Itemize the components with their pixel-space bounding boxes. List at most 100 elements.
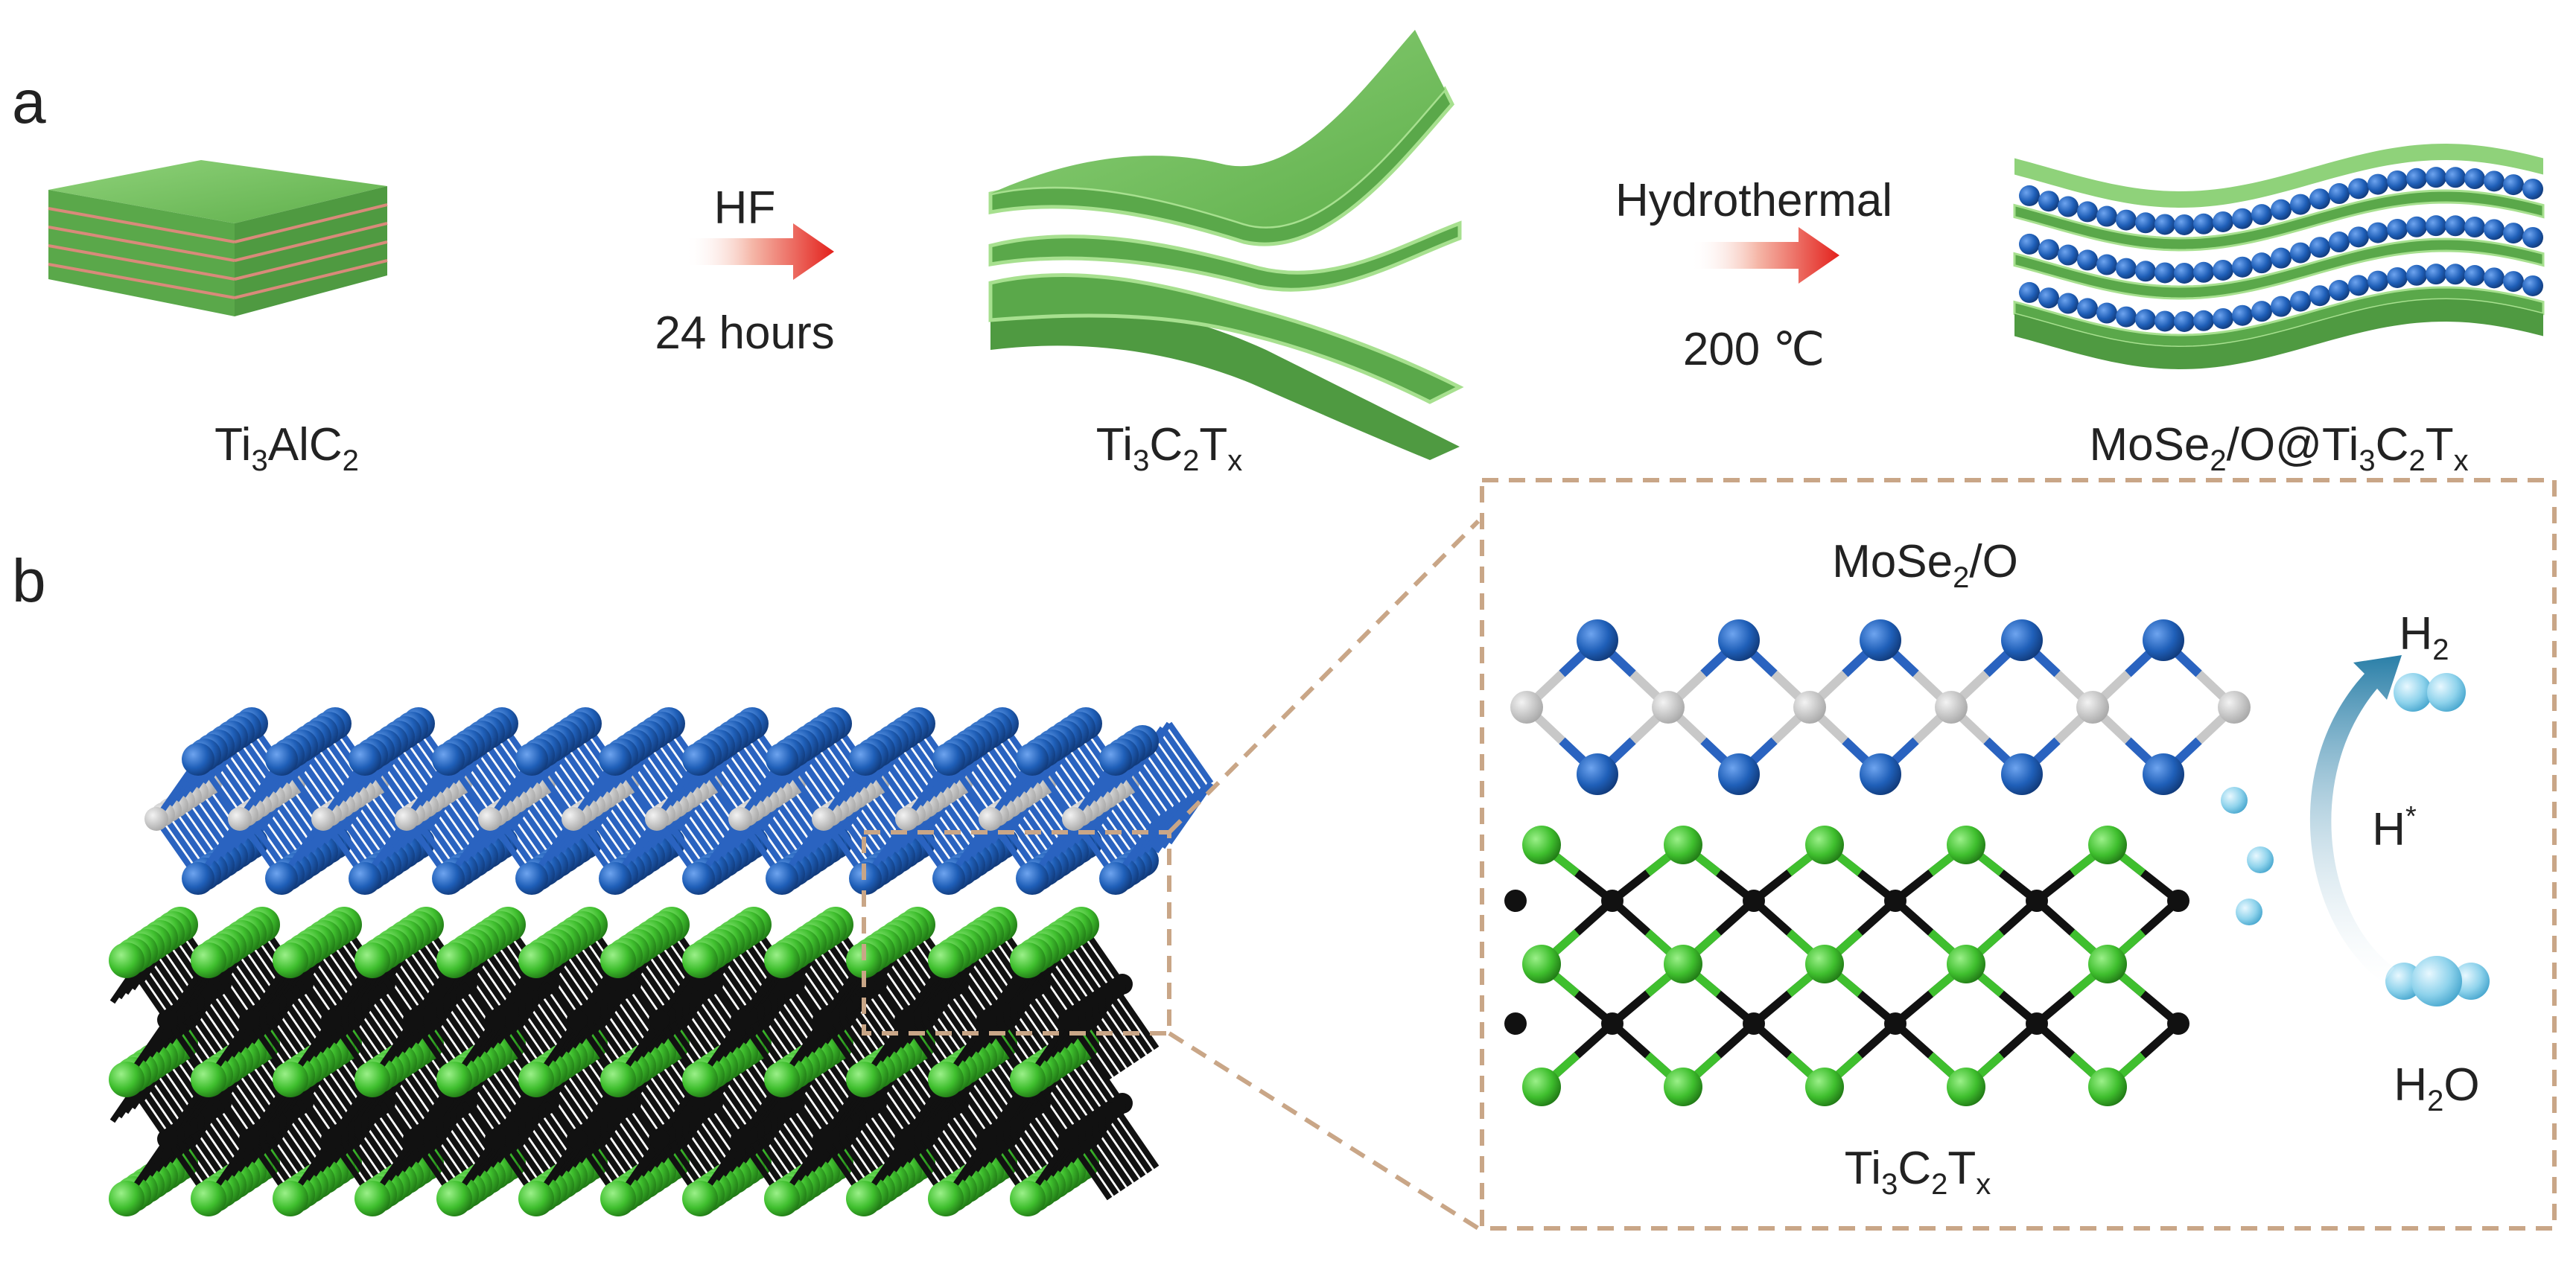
ti-atom <box>600 1181 636 1216</box>
carbon-atom <box>976 1129 997 1149</box>
carbon-atom <box>894 1129 915 1149</box>
mose2-atom <box>2213 259 2233 281</box>
mose2-atom <box>2058 196 2079 217</box>
carbon-atom <box>567 1009 588 1030</box>
mose2-atom <box>2251 252 2272 274</box>
mose2-atom <box>2019 185 2040 206</box>
mose2-atom <box>2406 168 2427 189</box>
mose2-atom <box>2174 310 2195 332</box>
se-atom <box>265 743 298 776</box>
mose2-atom <box>2445 264 2466 285</box>
carbon-atom <box>731 1129 751 1149</box>
mose2-atom <box>2406 264 2427 286</box>
mose2-atom <box>2135 309 2156 331</box>
ti-atom <box>1010 942 1046 978</box>
mose2-atom <box>2096 254 2117 275</box>
bond <box>1079 1128 1126 1192</box>
mose2-atom <box>2271 296 2292 317</box>
mxene-sheet <box>2014 299 2543 369</box>
ti-atom <box>764 1181 800 1216</box>
ti-atom <box>1664 945 1702 983</box>
panel-b-label: b <box>12 547 46 615</box>
arrow2-bottom-label: 200 ℃ <box>1683 324 1825 375</box>
ti-atom <box>354 942 390 978</box>
mose2-atom <box>2426 215 2446 237</box>
se-atom <box>349 743 381 776</box>
mose2-atom <box>2406 216 2427 237</box>
mose2-atom <box>2251 204 2272 226</box>
mose2-atom <box>2251 301 2272 322</box>
ti-atom <box>436 942 472 978</box>
carbon-atom <box>239 1129 260 1149</box>
ti-atom <box>764 942 800 978</box>
mose2-atom <box>2271 247 2292 269</box>
mo-atom <box>562 807 585 831</box>
ti-atom <box>2088 826 2127 864</box>
carbon-atom <box>731 1009 751 1030</box>
carbon-atom <box>403 1009 424 1030</box>
bond <box>1166 721 1214 785</box>
bond <box>1086 1004 1133 1068</box>
carbon-atom <box>894 1009 915 1030</box>
ti-atom <box>191 942 226 978</box>
se-atom <box>1099 743 1132 776</box>
ti-atom <box>2088 1068 2127 1106</box>
mose2-atom <box>2058 293 2079 314</box>
mose2-atom <box>2348 275 2369 296</box>
se-atom <box>2001 753 2043 795</box>
se-atom <box>1718 753 1760 795</box>
carbon-atom <box>485 1129 506 1149</box>
mose2-atom <box>2484 219 2505 240</box>
carbon-atom <box>2026 890 2048 912</box>
curved-reaction-arrow-icon <box>2309 655 2402 983</box>
mose2-atom <box>2503 223 2524 244</box>
bond <box>1113 1106 1160 1170</box>
carbon-atom <box>321 1009 342 1030</box>
se-atom <box>849 743 882 776</box>
se-atom <box>182 862 214 895</box>
se-atom <box>349 862 381 895</box>
se-atom <box>682 862 715 895</box>
ti3alc2-label: Ti3AlC2 <box>214 419 359 477</box>
mose2-atom <box>2367 173 2388 195</box>
ti3c2tx-sheets-icon <box>988 30 1464 460</box>
inset-lattice-model <box>1504 619 2251 1106</box>
mose2-atom <box>2367 270 2388 292</box>
ti-atom <box>1522 1068 1561 1106</box>
ti-atom <box>191 1181 226 1216</box>
se-atom <box>432 862 465 895</box>
mose2-atom <box>2096 302 2117 324</box>
bond <box>1113 986 1160 1050</box>
mose2-atom <box>2387 170 2408 191</box>
se-atom <box>1577 753 1618 795</box>
carbon-atom <box>812 1129 833 1149</box>
se-atom <box>766 862 798 895</box>
carbon-atom <box>567 1129 588 1149</box>
arrow2-top-label: Hydrothermal <box>1615 175 1892 226</box>
se-atom <box>2143 753 2184 795</box>
ti-atom <box>109 1062 144 1097</box>
bond <box>1079 1009 1126 1073</box>
bond <box>1160 726 1207 790</box>
mose2-atom <box>2367 222 2388 243</box>
carbon-atom <box>649 1129 670 1149</box>
carbon-atom <box>157 1009 178 1030</box>
ti-atom <box>682 1181 718 1216</box>
inset-ti3c2tx-label: Ti3C2Tx <box>1845 1143 1991 1201</box>
ti3alc2-block-icon <box>48 160 388 316</box>
ti-atom <box>928 1062 964 1097</box>
ti-atom <box>191 1062 226 1097</box>
ti-atom <box>2088 945 2127 983</box>
ti-atom <box>764 1062 800 1097</box>
se-atom <box>182 743 214 776</box>
mose2-atom <box>2329 183 2350 205</box>
ti-atom <box>109 1181 144 1216</box>
heterostructure-perspective-model <box>109 707 1214 1216</box>
ti-atom <box>1947 826 1985 864</box>
mo-atom <box>2076 691 2109 724</box>
mose2-atom <box>2348 178 2369 200</box>
panel-a-label: a <box>12 68 46 136</box>
mose2-atom <box>2426 167 2446 188</box>
ti-atom <box>1522 826 1561 864</box>
se-atom <box>766 743 798 776</box>
